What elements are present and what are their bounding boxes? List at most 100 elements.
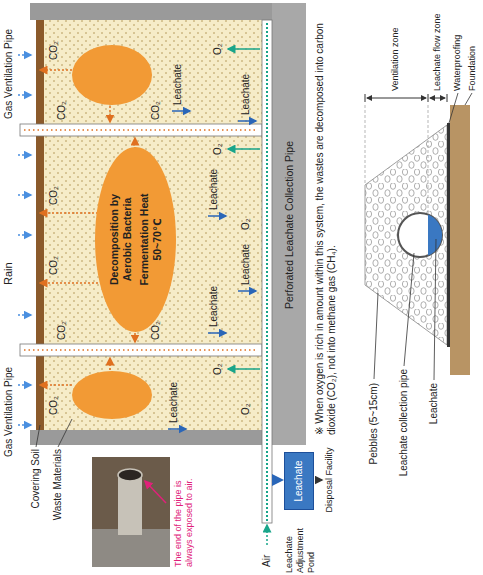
air-label: Air: [261, 555, 273, 567]
illustration-part: [24, 349, 255, 351]
oval-text-box: Decomposition by Aerobic BacteriaFerment…: [108, 175, 164, 305]
illustration-part: [20, 344, 262, 356]
illustration-part: [374, 293, 378, 379]
illustration-part: [262, 20, 272, 523]
illustration-part: [365, 103, 366, 183]
illustration-part: [208, 332, 226, 334]
gas-label: CO₂: [48, 186, 60, 205]
part-label: Waterproofing: [452, 35, 463, 91]
illustration-part: [266, 525, 268, 545]
illustration-part: [18, 94, 31, 96]
illustration-part: [92, 457, 170, 567]
photo-caption: The end of the pipe is always exposed to…: [173, 455, 195, 567]
layer-label: Waste Materials: [52, 449, 64, 545]
illustration-part: [36, 419, 72, 447]
oxygen-label: O₂: [212, 363, 224, 375]
gas-label: CO₂: [48, 41, 60, 60]
illustration-part: [18, 54, 31, 56]
illustration-part: [208, 215, 226, 217]
pond-box: Leachate: [284, 452, 314, 510]
illustration-part: [24, 129, 255, 131]
illustration-part: [172, 110, 190, 112]
leachate-label: Leachate: [172, 64, 184, 105]
illustration-part: [404, 253, 414, 366]
illustration-part: [228, 148, 260, 150]
part-label: Pebbles (5~15cm): [368, 383, 380, 515]
illustration-part: [118, 469, 142, 481]
illustration-part: [434, 239, 436, 380]
gas-label: CO₂: [150, 321, 162, 340]
oval-shape: [95, 148, 176, 333]
illustration-part: [72, 45, 152, 105]
leachate-label: Leachate: [208, 286, 220, 327]
illustration-part: [40, 70, 135, 385]
pipe-label: Gas Ventilation Pipe: [3, 29, 15, 119]
illustration-part: [316, 479, 322, 481]
illustration-part: [44, 20, 262, 430]
illustration-part: [398, 213, 442, 257]
illustration-part: [36, 20, 44, 430]
leachate-label: Leachate: [168, 382, 180, 423]
illustration-part: [145, 481, 166, 503]
illustration-part: [365, 94, 447, 102]
illustration-part: [374, 93, 472, 380]
flow-label: Disposal Facility: [324, 425, 335, 535]
illustration-part: [428, 215, 442, 256]
illustration-part: [168, 428, 186, 430]
illustration-part: [18, 234, 31, 236]
illustration-part: [118, 475, 142, 535]
oval-text: Fermentation Heat 50~70℃: [138, 175, 164, 305]
illustration-part: [365, 103, 428, 213]
oval-fill: [95, 148, 176, 333]
illustration-part: [238, 290, 256, 292]
zone-label: Ventilation zone: [390, 27, 401, 91]
illustration-part: [266, 22, 268, 521]
gas-label: CO₂: [48, 256, 60, 275]
illustration-part: [228, 49, 260, 369]
illustration-part: [40, 212, 98, 214]
illustration-part: [40, 69, 72, 71]
leachate-label: Leachate: [240, 244, 252, 285]
gas-label: CO₂: [56, 321, 68, 340]
illustration-part: [36, 425, 40, 447]
gas-label: CO₂: [56, 101, 68, 120]
illustration-part: [450, 105, 470, 375]
illustration-part: [18, 154, 31, 156]
illustration-part: [18, 55, 31, 425]
note-text: ※ When oxygen is rich in amount within t…: [314, 7, 338, 435]
illustration-part: [228, 368, 260, 370]
oxygen-label: O₂: [240, 218, 252, 230]
oxygen-label: O₂: [240, 403, 252, 415]
gas-label: CO₂: [48, 396, 60, 415]
part-label: Foundation: [467, 46, 478, 91]
illustration-part: [168, 111, 256, 429]
gas-label: CO₂: [150, 101, 162, 120]
illustration-part: [465, 93, 472, 105]
part-label: Leachate: [428, 383, 440, 515]
pond-text: Leachate: [293, 453, 305, 509]
leachate-label: Leachate: [208, 169, 220, 210]
pond-label: Leachate Adjustment Pond: [284, 511, 317, 573]
illustration-part: [428, 94, 429, 102]
illustration-part: [228, 48, 260, 50]
illustration-part: [40, 384, 72, 386]
illustration-part: [367, 98, 426, 99]
layer-label: Covering Soil: [30, 449, 42, 545]
pipe-label: Gas Ventilation Pipe: [3, 367, 15, 457]
illustration-part: [430, 98, 445, 99]
illustration-part: [365, 94, 366, 102]
illustration-part: [134, 138, 136, 149]
illustration-part: [109, 106, 111, 122]
illustration-part: [72, 371, 152, 419]
illustration-part: [18, 194, 31, 196]
oval-text: Decomposition by Aerobic Bacteria: [108, 175, 134, 305]
illustration-part: [272, 479, 282, 481]
decomposition-oval: Decomposition by Aerobic BacteriaFerment…: [95, 148, 176, 333]
oxygen-label: O₂: [212, 43, 224, 55]
pipe-label: Perforated Leachate Collection Pipe: [283, 25, 296, 425]
illustration-part: [449, 93, 458, 123]
illustration-part: [447, 123, 450, 347]
illustration-part: [20, 124, 262, 136]
illustration-part: [18, 314, 31, 316]
